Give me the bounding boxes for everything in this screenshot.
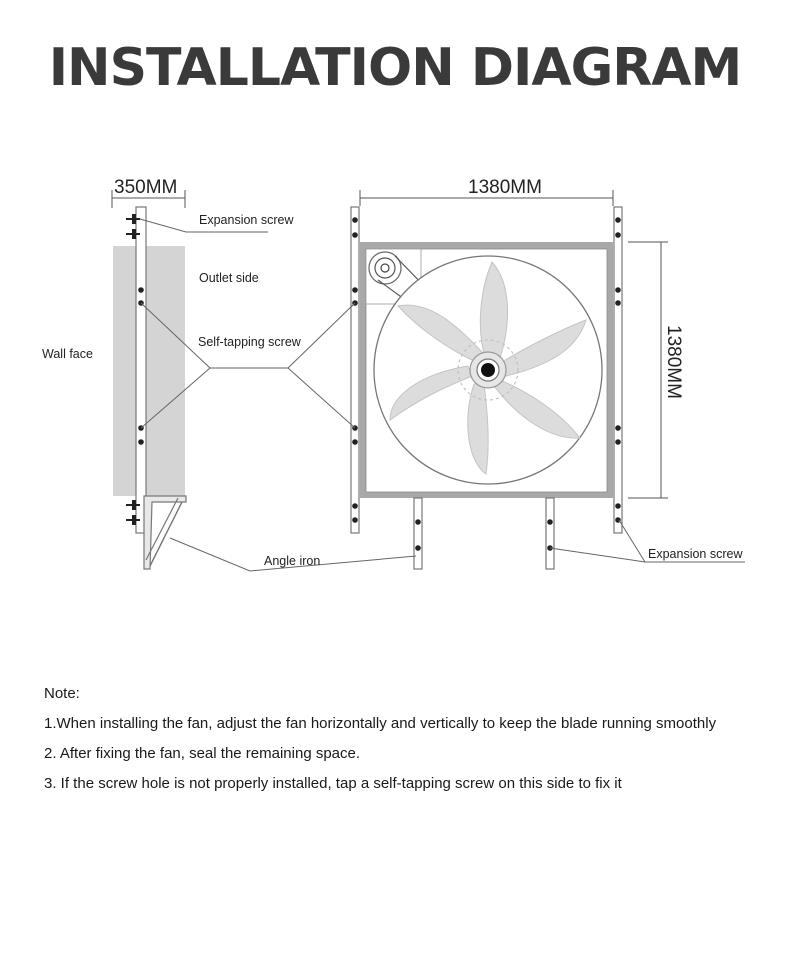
side-mounting-bar — [135, 206, 147, 534]
expansion-screw-top-label: Expansion screw — [199, 213, 294, 227]
self-tapping-screw-label: Self-tapping screw — [198, 335, 302, 349]
depth-dimension-label: 350MM — [114, 177, 177, 198]
note-item-1: 1.When installing the fan, adjust the fa… — [44, 715, 717, 732]
expansion-screw-bottom-label: Expansion screw — [648, 547, 743, 561]
angle-iron-label: Angle iron — [264, 554, 320, 568]
front-view: 1380MM 1380MM — [350, 177, 684, 570]
outlet-side-label: Outlet side — [199, 271, 259, 285]
notes-heading: Note: — [44, 685, 80, 702]
right-mounting-bar — [613, 206, 623, 534]
wall-face-block — [113, 246, 185, 496]
note-item-3: 3. If the screw hole is not properly ins… — [44, 775, 622, 792]
angle-iron-bracket — [143, 495, 187, 570]
width-dimension-label: 1380MM — [468, 177, 542, 198]
height-dimension-label: 1380MM — [663, 325, 684, 399]
side-view: 350MM — [111, 177, 187, 570]
leader-lines — [139, 218, 745, 572]
note-item-2: 2. After fixing the fan, seal the remain… — [44, 745, 361, 762]
notes-section: Note: 1.When installing the fan, adjust … — [44, 684, 784, 804]
right-leg — [545, 497, 555, 570]
fan-blades — [389, 261, 587, 475]
page-title: INSTALLATION DIAGRAM — [48, 38, 743, 98]
left-leg — [413, 497, 423, 570]
wall-face-label: Wall face — [42, 347, 93, 361]
left-mounting-bar — [350, 206, 360, 534]
